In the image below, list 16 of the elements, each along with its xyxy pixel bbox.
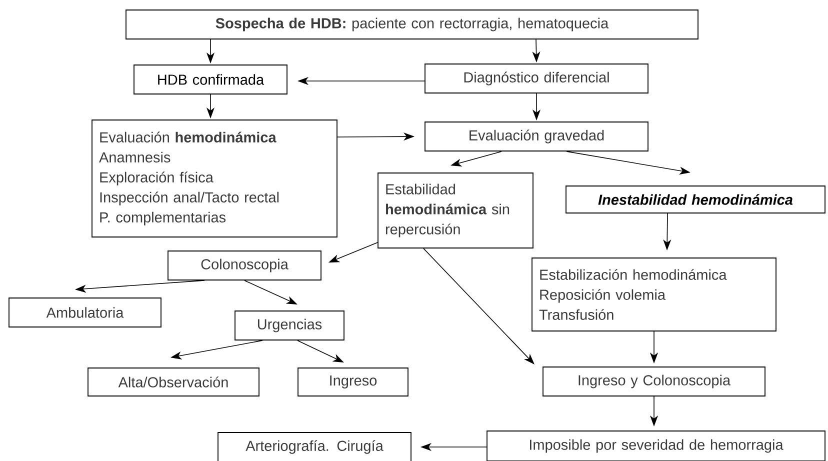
process-box: HDB confirmada	[134, 64, 288, 94]
process-box: Sospecha de HDB: paciente con rectorragia, hematoquecia	[126, 10, 698, 40]
process-box: Alta/Observación	[88, 368, 260, 396]
process-box: Ingreso	[298, 368, 408, 396]
process-box: Urgencias	[234, 310, 344, 340]
process-box: Inestabilidad hemodinámica	[566, 186, 826, 214]
process-box: Ingreso y Colonoscopia	[542, 366, 766, 396]
text-box: Estabilidad hemodinámica sin repercusión	[378, 172, 534, 248]
process-box: Arteriografía. Cirugía	[218, 432, 412, 461]
process-box: Diagnóstico diferencial	[424, 64, 648, 94]
process-box: Ambulatoria	[8, 298, 162, 328]
text-box: Evaluación hemodinámica Anamnesis Exploración física Inspección anal/Tacto rectal P. complementarias	[92, 120, 338, 238]
process-box: Colonoscopia	[168, 250, 322, 280]
text-box: Estabilización hemodinámica Reposición volemia Transfusión	[532, 258, 776, 332]
process-box: Imposible por severidad de hemorragia	[486, 430, 826, 461]
process-box: Evaluación gravedad	[424, 122, 648, 152]
